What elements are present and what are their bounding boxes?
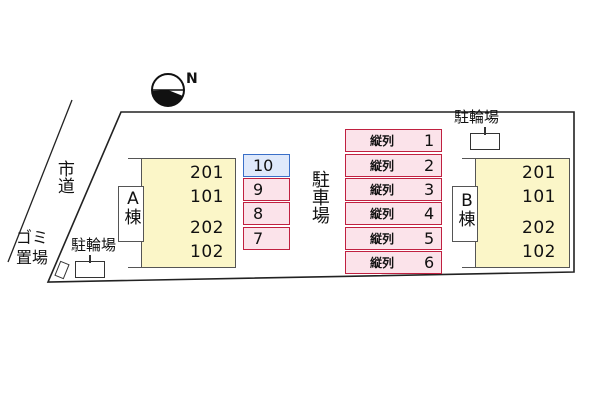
parking-label: 駐車場 bbox=[308, 170, 330, 224]
bike-parking-left-shelter bbox=[75, 261, 105, 278]
unit-b-202: 202 bbox=[522, 218, 556, 238]
unit-b-102: 102 bbox=[522, 242, 556, 262]
unit-a-202: 202 bbox=[190, 218, 224, 238]
row-label: 縦列 bbox=[370, 159, 395, 173]
parking-slot-9: 9 bbox=[243, 178, 290, 201]
row-number: 1 bbox=[424, 131, 435, 150]
row-number: 6 bbox=[424, 253, 435, 272]
parking-row-2: 縦列 2 bbox=[345, 154, 442, 177]
road-edge-line bbox=[7, 99, 73, 263]
building-b-label: B棟 bbox=[458, 191, 476, 230]
parking-slot-7: 7 bbox=[243, 227, 290, 250]
parking-row-3: 縦列 3 bbox=[345, 178, 442, 201]
compass-icon bbox=[151, 73, 185, 107]
unit-a-201: 201 bbox=[190, 163, 224, 183]
building-a-entrance bbox=[118, 186, 144, 242]
row-number: 4 bbox=[424, 204, 435, 223]
row-number: 3 bbox=[424, 180, 435, 199]
garbage-label-line2: 置場 bbox=[16, 248, 49, 267]
bike-parking-left-post bbox=[89, 255, 91, 263]
unit-b-201: 201 bbox=[522, 163, 556, 183]
bike-parking-left-label: 駐輪場 bbox=[71, 236, 117, 254]
parking-row-1: 縦列 1 bbox=[345, 129, 442, 152]
building-a-label: A棟 bbox=[124, 189, 142, 228]
building-b-entrance bbox=[452, 186, 478, 242]
parking-row-6: 縦列 6 bbox=[345, 251, 442, 274]
row-number: 5 bbox=[424, 229, 435, 248]
row-label: 縦列 bbox=[370, 207, 395, 221]
bike-parking-right-label: 駐輪場 bbox=[454, 108, 500, 126]
bike-parking-right-post bbox=[484, 127, 486, 135]
parking-row-5: 縦列 5 bbox=[345, 227, 442, 250]
row-label: 縦列 bbox=[370, 134, 395, 148]
road-label: 市道 bbox=[53, 160, 74, 194]
parking-slot-8: 8 bbox=[243, 202, 290, 225]
building-a-label-text: A棟 bbox=[124, 189, 142, 228]
unit-a-102: 102 bbox=[190, 242, 224, 262]
parking-row-4: 縦列 4 bbox=[345, 202, 442, 225]
row-label: 縦列 bbox=[370, 256, 395, 270]
parking-slot-10: 10 bbox=[243, 154, 290, 177]
building-b-label-text: B棟 bbox=[458, 191, 476, 230]
unit-b-101: 101 bbox=[522, 187, 556, 207]
garbage-label-line1: ゴミ bbox=[16, 228, 49, 247]
north-label: N bbox=[186, 71, 198, 87]
row-label: 縦列 bbox=[370, 183, 395, 197]
bike-parking-right-shelter bbox=[470, 133, 500, 150]
row-label: 縦列 bbox=[370, 232, 395, 246]
row-number: 2 bbox=[424, 156, 435, 175]
unit-a-101: 101 bbox=[190, 187, 224, 207]
